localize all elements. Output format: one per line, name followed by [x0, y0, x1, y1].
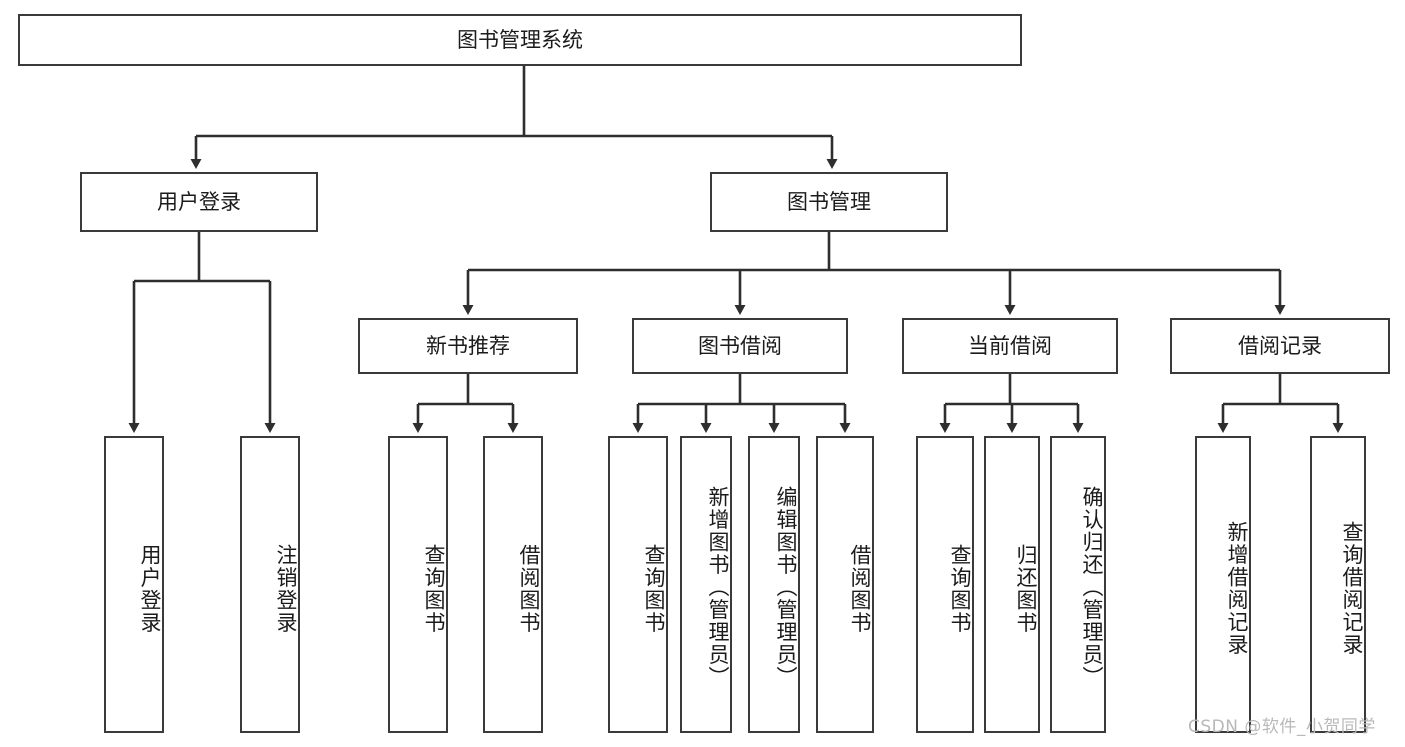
node-book-management-label: 图书管理 — [787, 189, 871, 214]
node-new-book-recommend-label: 新书推荐 — [426, 333, 510, 358]
node-book-management[interactable]: 图书管理 — [710, 172, 948, 232]
leaf-query-books-recommend[interactable]: 查询图书 — [388, 436, 448, 733]
leaf-confirm-return-admin[interactable]: 确认归还（管理员） — [1050, 436, 1106, 733]
leaf-return-books-label: 归还图书 — [1014, 543, 1038, 634]
leaf-borrow-books-recommend-label: 借阅图书 — [517, 543, 541, 634]
leaf-query-books-current-label: 查询图书 — [948, 543, 972, 634]
leaf-return-books[interactable]: 归还图书 — [984, 436, 1040, 733]
watermark: CSDN @软件_小贺同学 — [1188, 717, 1376, 737]
leaf-query-books-borrow-label: 查询图书 — [642, 543, 666, 634]
leaf-confirm-return-admin-label: 确认归还（管理员） — [1080, 486, 1104, 689]
leaf-user-login-label: 用户登录 — [138, 543, 162, 634]
leaf-edit-book-admin-label: 编辑图书（管理员） — [774, 486, 798, 689]
node-current-borrow-label: 当前借阅 — [968, 333, 1052, 358]
leaf-edit-book-admin[interactable]: 编辑图书（管理员） — [748, 436, 800, 733]
node-user-login[interactable]: 用户登录 — [80, 172, 318, 232]
leaf-borrow-books-borrow-label: 借阅图书 — [848, 543, 872, 634]
node-borrow-records-label: 借阅记录 — [1238, 333, 1322, 358]
leaf-query-borrow-record[interactable]: 查询借阅记录 — [1310, 436, 1366, 733]
leaf-borrow-books-borrow[interactable]: 借阅图书 — [816, 436, 874, 733]
leaf-add-borrow-record-label: 新增借阅记录 — [1225, 521, 1249, 656]
node-root-label: 图书管理系统 — [457, 27, 583, 52]
leaf-borrow-books-recommend[interactable]: 借阅图书 — [483, 436, 543, 733]
leaf-user-login[interactable]: 用户登录 — [104, 436, 164, 733]
node-current-borrow[interactable]: 当前借阅 — [902, 318, 1118, 374]
node-user-login-label: 用户登录 — [157, 189, 241, 214]
leaf-logout[interactable]: 注销登录 — [240, 436, 300, 733]
leaf-query-books-recommend-label: 查询图书 — [422, 543, 446, 634]
leaf-logout-label: 注销登录 — [274, 543, 298, 634]
leaf-add-book-admin[interactable]: 新增图书（管理员） — [680, 436, 732, 733]
leaf-query-borrow-record-label: 查询借阅记录 — [1340, 521, 1364, 656]
leaf-add-book-admin-label: 新增图书（管理员） — [706, 486, 730, 689]
node-book-borrow-label: 图书借阅 — [698, 333, 782, 358]
leaf-query-books-borrow[interactable]: 查询图书 — [608, 436, 668, 733]
node-new-book-recommend[interactable]: 新书推荐 — [358, 318, 578, 374]
node-borrow-records[interactable]: 借阅记录 — [1170, 318, 1390, 374]
node-book-borrow[interactable]: 图书借阅 — [632, 318, 848, 374]
leaf-query-books-current[interactable]: 查询图书 — [916, 436, 974, 733]
leaf-add-borrow-record[interactable]: 新增借阅记录 — [1195, 436, 1251, 733]
node-root[interactable]: 图书管理系统 — [18, 14, 1022, 66]
